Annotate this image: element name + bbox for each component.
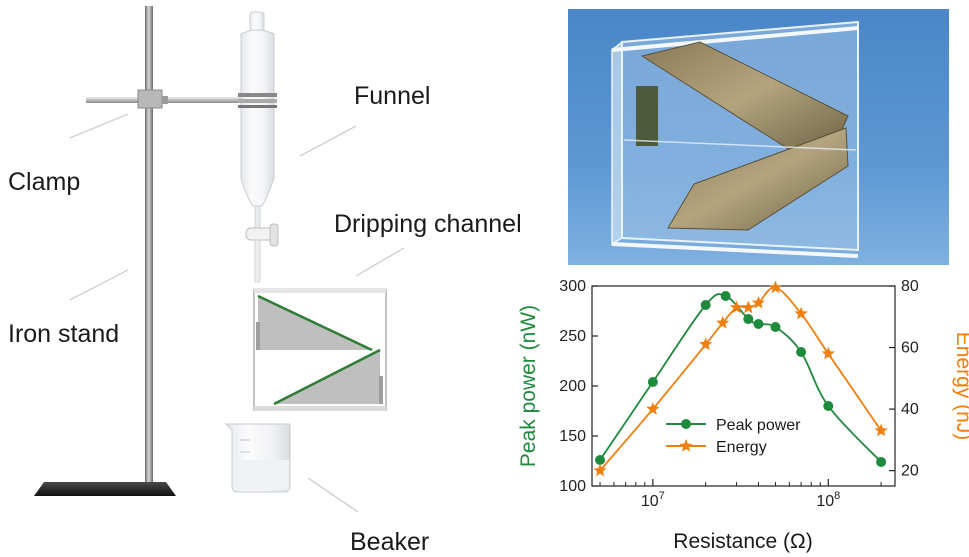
left-y-axis-ticks: 100 150 200 250 300 (559, 278, 598, 495)
peak-power-point (700, 300, 711, 310)
right-y-axis-ticks: 20 40 60 80 (889, 278, 919, 480)
lower-plate (273, 348, 381, 406)
label-clamp: Clamp (8, 168, 80, 196)
peak-power-point (595, 455, 606, 465)
chart: 107 108 100 150 200 250 300 20 40 60 80 Resistan… (517, 278, 969, 553)
energy-point (751, 295, 766, 309)
label-dripping-channel: Dripping channel (334, 210, 522, 238)
peak-power-point (770, 322, 781, 332)
left-y-axis-label: Peak power (nW) (517, 305, 540, 467)
x-axis-ticks: 107 108 (599, 479, 882, 510)
left-y-tick-label: 150 (559, 428, 586, 445)
acrylic-box-side (611, 40, 623, 246)
beaker (224, 423, 291, 493)
left-y-tick-label: 100 (559, 478, 586, 495)
x-tick-label: 107 (641, 490, 665, 510)
peak-power-point (720, 291, 731, 301)
stand-rod (145, 6, 153, 484)
legend: Peak power Energy (666, 417, 801, 456)
leader-lines (69, 113, 405, 513)
peak-power-point (876, 457, 887, 467)
legend-label-energy: Energy (716, 439, 767, 456)
photo-electrode-strip (636, 86, 658, 146)
peak-power-point (823, 401, 834, 411)
stopcock-handle (269, 223, 279, 247)
series-layer (593, 280, 888, 477)
label-funnel: Funnel (354, 82, 430, 110)
funnel (238, 11, 279, 283)
stand-base (34, 482, 176, 496)
energy-point (593, 463, 607, 477)
leader-iron-stand (69, 269, 129, 301)
legend-label-peak-power: Peak power (716, 417, 801, 434)
clamp-block (137, 89, 163, 109)
legend-marker-energy (679, 439, 693, 452)
legend-item-peak-power: Peak power (666, 417, 801, 434)
funnel-band-2 (238, 99, 277, 103)
x-tick-label: 108 (816, 490, 840, 510)
label-beaker: Beaker (350, 528, 429, 556)
photo-lower-plate (667, 127, 849, 231)
left-y-tick-label: 200 (559, 378, 586, 395)
clamp-screw (162, 96, 168, 104)
energy-point (768, 280, 783, 294)
acrylic-divider (623, 139, 857, 151)
upper-plate (257, 294, 373, 352)
beaker-water (233, 460, 289, 490)
device-photo (568, 9, 949, 265)
label-iron-stand: Iron stand (8, 320, 119, 348)
plate-holder-left (256, 322, 260, 350)
box-top-edge (254, 288, 386, 293)
peak-power-point (796, 347, 807, 357)
plate-holder-right (379, 376, 383, 404)
left-y-tick-label: 300 (559, 278, 586, 295)
energy-point (699, 337, 713, 351)
leader-funnel (299, 125, 357, 157)
drip-tip (254, 239, 261, 283)
series-line-peak-power (599, 293, 882, 463)
peak-power-point (743, 314, 754, 324)
energy-point (821, 346, 835, 360)
right-y-tick-label: 80 (901, 278, 919, 295)
box-bottom-edge (254, 406, 386, 411)
leader-beaker (307, 477, 359, 513)
acrylic-rim-top (611, 26, 859, 52)
energy-point (874, 423, 888, 437)
acrylic-rim-bottom (611, 242, 859, 258)
energy-point (741, 300, 755, 314)
leader-clamp (69, 113, 129, 139)
peak-power-point (647, 377, 658, 387)
legend-item-energy: Energy (666, 439, 767, 456)
iron-stand (34, 6, 246, 496)
right-y-tick-label: 20 (901, 463, 919, 480)
right-y-tick-label: 60 (901, 340, 919, 357)
funnel-band-1 (238, 93, 277, 97)
dripping-channel-box (253, 288, 387, 411)
x-axis-label: Resistance (Ω) (673, 530, 812, 553)
legend-marker-peak-power (681, 419, 691, 429)
right-y-axis-label: Energy (nJ) (952, 332, 969, 441)
funnel-body (240, 29, 275, 207)
leader-dripping-channel (355, 247, 405, 277)
energy-point (729, 300, 744, 314)
left-y-tick-label: 250 (559, 328, 586, 345)
peak-power-point (753, 319, 764, 329)
energy-point (646, 402, 660, 415)
right-y-tick-label: 40 (901, 401, 919, 418)
energy-point (794, 306, 808, 320)
energy-point (716, 315, 730, 329)
funnel-band-3 (238, 105, 277, 108)
